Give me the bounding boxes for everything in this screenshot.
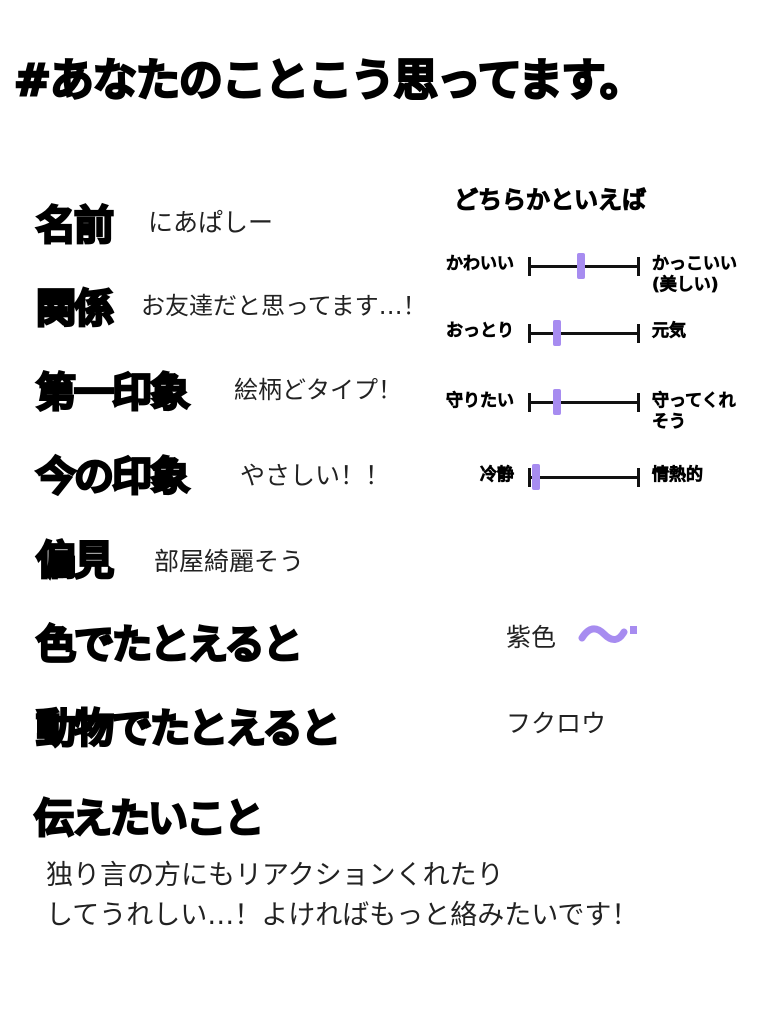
scale-right-text-2: そう xyxy=(652,412,687,433)
value-color: 紫色 xyxy=(506,623,557,652)
scale-right-label: 元気 xyxy=(652,321,687,342)
scale-right-text: かっこいい xyxy=(652,254,738,275)
scale-marker xyxy=(576,253,585,279)
scale-left-label: 冷静 xyxy=(480,465,515,486)
label-color: 色でたとえると xyxy=(35,621,304,670)
scale-track xyxy=(528,464,640,490)
scale-track xyxy=(528,320,640,346)
scale-right-text-2: (美しい) xyxy=(652,275,719,296)
value-first-impression: 絵柄どタイプ！ xyxy=(234,376,402,404)
label-first-impression: 第一印象 xyxy=(35,369,192,418)
value-animal: フクロウ xyxy=(506,709,607,738)
message-text: 独り言の方にもリアクションくれたり してうれしい…！よければもっと絡みたいです！ xyxy=(46,856,638,936)
scale-left-label: 守りたい xyxy=(446,391,515,412)
value-relation: お友達だと思ってます…！ xyxy=(141,292,427,320)
scale-track xyxy=(528,389,640,415)
label-current-impression: 今の印象 xyxy=(35,453,192,502)
label-prejudice: 偏見 xyxy=(35,537,116,586)
scale-left-label: おっとり xyxy=(446,321,515,342)
label-name: 名前 xyxy=(35,202,116,251)
label-animal: 動物でたとえると xyxy=(35,705,342,754)
scale-marker xyxy=(532,464,541,490)
value-name: にあぱしー xyxy=(148,208,274,237)
scale-left-label: かわいい xyxy=(446,254,515,275)
value-current-impression: やさしい！！ xyxy=(240,461,391,490)
scale-right-label: 情熱的 xyxy=(652,465,704,486)
color-swatch-squiggle-icon xyxy=(578,625,637,643)
value-prejudice: 部屋綺麗そう xyxy=(154,547,305,576)
message-line: 独り言の方にもリアクションくれたり xyxy=(46,860,504,891)
scale-right-label: かっこいい(美しい) xyxy=(652,254,738,296)
message-line: してうれしい…！よければもっと絡みたいです！ xyxy=(46,900,639,931)
scale-title: どちらかといえば xyxy=(454,186,647,215)
scale-right-label: 守ってくれそう xyxy=(652,391,736,433)
label-relation: 関係 xyxy=(35,285,116,334)
scale-marker xyxy=(552,320,561,346)
scale-marker xyxy=(552,389,561,415)
page-title: #あなたのことこう思ってます。 xyxy=(13,54,646,108)
scale-right-text: 守ってくれ xyxy=(652,391,736,412)
label-message: 伝えたいこと xyxy=(33,795,266,844)
scale-track xyxy=(528,253,640,279)
